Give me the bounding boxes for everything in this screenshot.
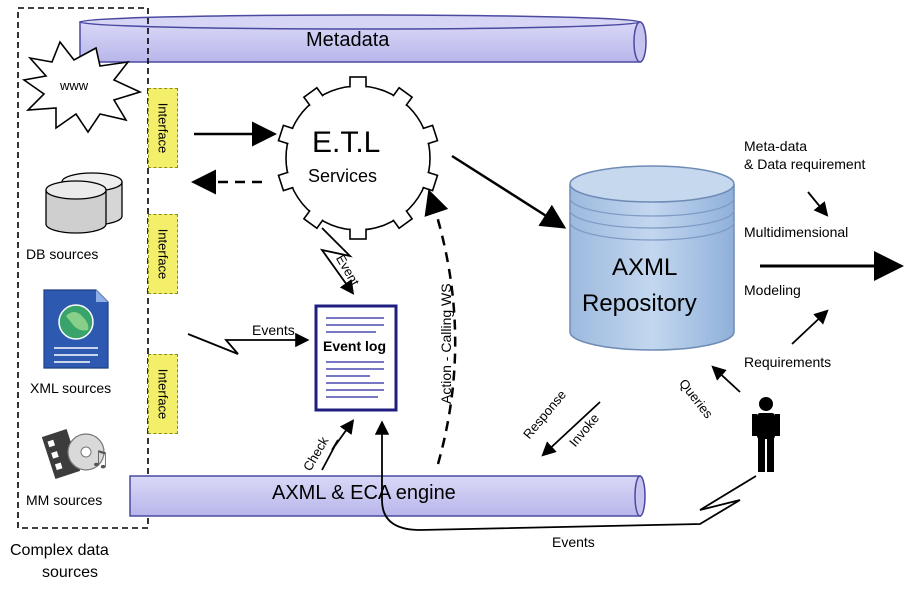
etl-gear xyxy=(277,76,439,240)
lightning-check xyxy=(321,419,355,471)
etl-subtitle: Services xyxy=(308,166,378,186)
repository-label-line1: AXML xyxy=(612,254,678,281)
metadata-bar xyxy=(79,14,647,63)
complex-sources-label-line1: Complex data xyxy=(10,542,109,559)
modeling-label: Modeling xyxy=(744,282,801,298)
interface-box-3: Interface xyxy=(148,354,178,434)
edge-label-events-left: Events xyxy=(252,322,295,338)
gear-body xyxy=(287,87,429,229)
complex-sources-label-line2: sources xyxy=(42,564,99,581)
database-icon xyxy=(45,172,123,234)
arrow-engine-to-etl-dashed xyxy=(424,189,457,465)
arrow-response-invoke xyxy=(541,401,601,457)
interface-box-1: Interface xyxy=(148,88,178,168)
interface-label-3: Interface xyxy=(155,368,171,420)
arrow-queries xyxy=(711,365,741,393)
etl-title: E.T.L xyxy=(312,126,381,159)
multidimensional-label: Multidimensional xyxy=(744,224,849,240)
user-person-icon xyxy=(752,397,780,472)
edge-label-action: Action - Calling WS xyxy=(438,283,454,404)
interface-label-1: Interface xyxy=(155,102,171,154)
edge-label-events-bottom: Events xyxy=(552,534,595,550)
lightning-event-etl xyxy=(319,227,355,295)
repository-cylinder xyxy=(569,165,735,351)
mm-sources-label: MM sources xyxy=(26,492,103,508)
arrow-meta-to-multi xyxy=(807,191,829,217)
multimedia-icon: ♫ xyxy=(41,429,110,479)
meta-data-label-line2: & Data requirement xyxy=(744,156,866,172)
requirements-label: Requirements xyxy=(744,354,832,370)
lightning-events-left xyxy=(187,332,310,355)
repository-label-line2: Repository xyxy=(582,290,697,317)
interface-box-2: Interface xyxy=(148,214,178,294)
www-label: www xyxy=(60,78,89,93)
arrow-req-to-modeling xyxy=(791,309,829,345)
engine-label: AXML & ECA engine xyxy=(272,482,456,504)
arrow-bottom-events xyxy=(374,420,757,531)
meta-data-label-line1: Meta-data xyxy=(744,138,808,154)
event-log-label: Event log xyxy=(323,338,387,354)
xml-sources-label: XML sources xyxy=(30,380,112,396)
interface-label-2: Interface xyxy=(155,228,171,280)
svg-text:♫: ♫ xyxy=(90,447,110,472)
xml-document-icon xyxy=(43,289,109,369)
event-log-document xyxy=(314,304,398,412)
db-sources-label: DB sources xyxy=(26,246,99,262)
metadata-label: Metadata xyxy=(306,29,390,51)
www-starburst-icon xyxy=(21,40,143,134)
arrow-etl-to-repository xyxy=(451,154,567,229)
